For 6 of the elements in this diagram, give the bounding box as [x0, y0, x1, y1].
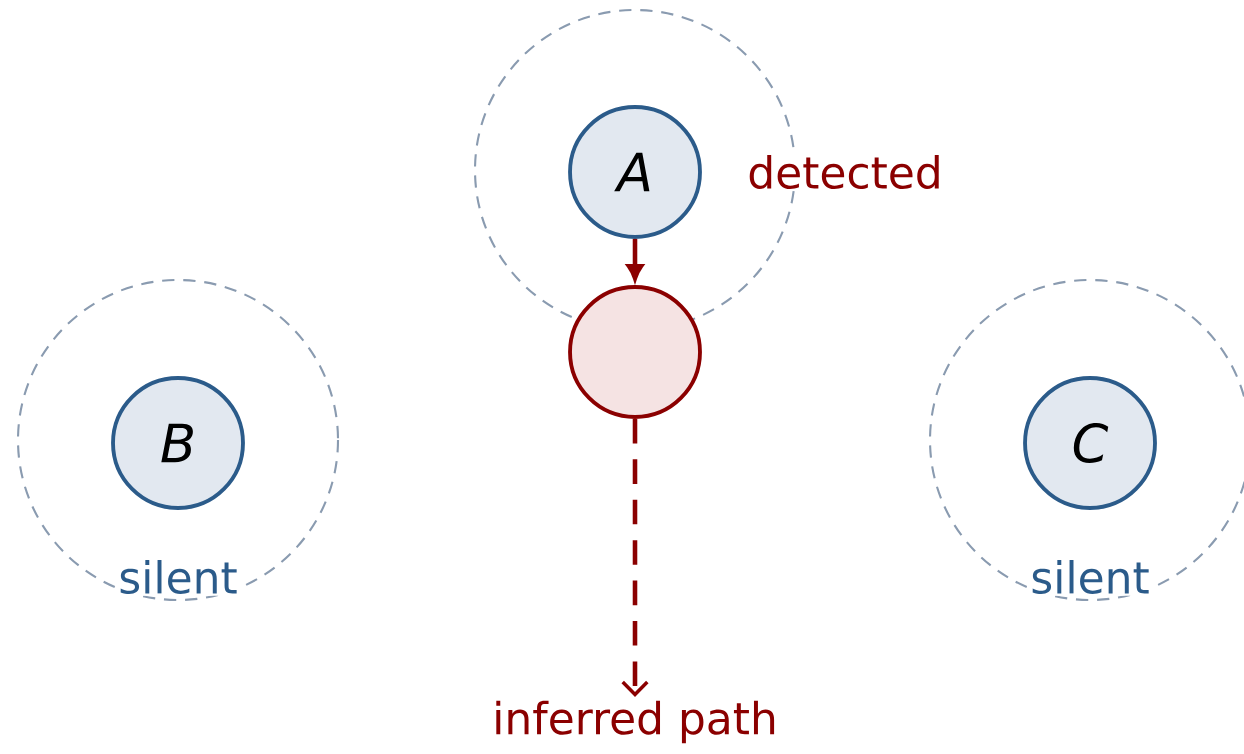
status-label: silent	[1028, 558, 1152, 596]
status-label: silent	[116, 558, 240, 596]
inferred-circle	[568, 285, 702, 419]
arrow	[621, 418, 649, 697]
path-label: inferred path	[496, 700, 775, 744]
status-label: detected	[745, 153, 945, 191]
